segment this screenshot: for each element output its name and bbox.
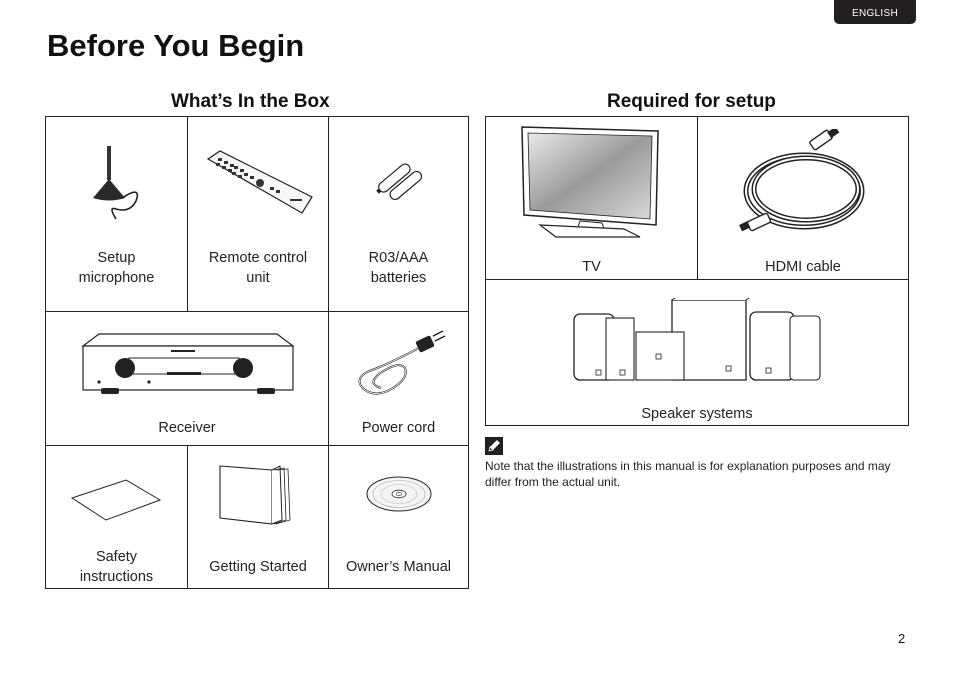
power-cord-label: Power cord [361,420,436,436]
box-item-receiver: Receiver [46,311,328,445]
batteries-icon [376,163,423,201]
document-icon [70,479,162,521]
getting-started-label: Getting Started [209,559,307,575]
tv-label: TV [582,259,601,275]
page-title: Before You Begin [47,28,305,63]
microphone-icon [93,146,139,220]
remote-control-icon [206,150,313,214]
pencil-note-icon [485,437,503,455]
tv-icon [521,126,659,238]
hdmi-cable-icon [739,129,865,232]
speakers-icon [573,298,821,381]
setup-item-tv: TV [486,117,697,279]
booklet-icon [219,465,291,525]
page-number: 2 [898,631,906,646]
hdmi-label: HDMI cable [765,259,841,275]
whats-in-box-title: What’s In the Box [171,91,330,112]
setup-item-speakers: Speaker systems [486,279,908,425]
language-tab[interactable]: ENGLISH [834,0,916,24]
required-setup-title: Required for setup [607,91,776,112]
box-item-power-cord: Power cord [328,311,468,445]
speakers-label: Speaker systems [641,406,753,422]
disc-icon [366,476,432,512]
receiver-icon [81,333,295,394]
owners-manual-label: Owner’s Manual [345,559,452,575]
box-item-getting-started: Getting Started [187,445,328,588]
note-text: Note that the illustrations in this manu… [485,459,891,489]
box-item-owners-manual: Owner’s Manual [328,445,468,588]
power-cord-icon [358,330,446,395]
setup-item-hdmi: HDMI cable [697,117,908,279]
setup-requirements-grid: TV HDMI cable Spea [485,116,909,426]
receiver-label: Receiver [158,420,216,436]
